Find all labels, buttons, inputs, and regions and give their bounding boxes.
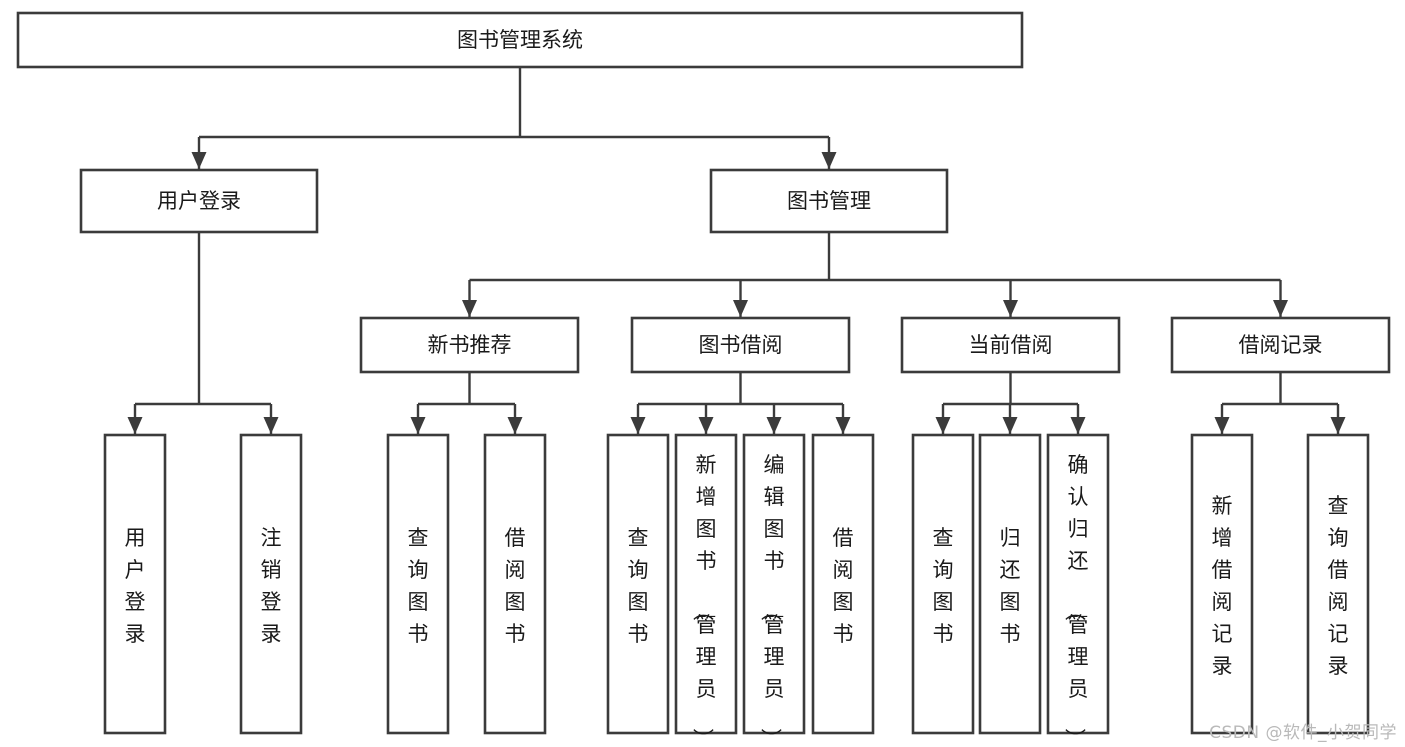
- arrow-head-icon: [733, 300, 748, 317]
- node-leaf-查询借阅记录-12[interactable]: 查询借阅记录: [1306, 433, 1370, 735]
- node-leaf-查询图书-8[interactable]: 查询图书: [911, 433, 975, 735]
- node-level3-图书借阅-1[interactable]: 图书借阅: [630, 316, 851, 374]
- node-box-outline[interactable]: [978, 433, 1042, 735]
- node-boxes-layer: 图书管理系统用户登录图书管理新书推荐图书借阅当前借阅借阅记录用户登录注销登录查询…: [16, 11, 1391, 747]
- node-box-outline[interactable]: [239, 433, 303, 735]
- node-label: 查询图书: [933, 526, 954, 646]
- node-leaf-新增借阅记录-11[interactable]: 新增借阅记录: [1190, 433, 1254, 735]
- arrow-head-icon: [935, 417, 951, 434]
- arrow-head-icon: [698, 417, 714, 434]
- node-leaf-编辑图书管理员-6[interactable]: 编辑图书（管理员）: [742, 433, 806, 747]
- node-leaf-归还图书-9[interactable]: 归还图书: [978, 433, 1042, 735]
- arrow-head-icon: [1070, 417, 1086, 434]
- connector-edges-layer: [127, 67, 1346, 434]
- node-leaf-查询图书-4[interactable]: 查询图书: [606, 433, 670, 735]
- node-box-outline[interactable]: [1190, 433, 1254, 735]
- node-label: 图书管理: [787, 189, 871, 213]
- node-label: 查询图书: [628, 526, 649, 646]
- node-box-outline[interactable]: [1170, 316, 1391, 374]
- edge-group-图书管理系统: [191, 67, 837, 169]
- arrow-head-icon: [1002, 417, 1018, 434]
- node-label: 借阅图书: [833, 526, 854, 646]
- node-level3-新书推荐-0[interactable]: 新书推荐: [359, 316, 580, 374]
- node-box-outline[interactable]: [911, 433, 975, 735]
- arrow-head-icon: [127, 417, 143, 434]
- arrow-head-icon: [1003, 300, 1018, 317]
- arrow-head-icon: [507, 417, 523, 434]
- csdn-watermark: CSDN @软件_小贺同学: [1209, 723, 1397, 743]
- edge-group-图书借阅: [630, 372, 851, 434]
- node-label: 图书管理系统: [457, 28, 583, 52]
- node-box-outline[interactable]: [606, 433, 670, 735]
- node-label: 确认归还（管理员）: [1063, 453, 1089, 747]
- node-level3-借阅记录-3[interactable]: 借阅记录: [1170, 316, 1391, 374]
- arrow-head-icon: [410, 417, 426, 434]
- node-box-outline[interactable]: [1306, 433, 1370, 735]
- node-box-outline[interactable]: [811, 433, 875, 735]
- edge-group-新书推荐: [410, 372, 523, 434]
- node-label: 图书借阅: [699, 333, 783, 357]
- node-root-图书管理系统[interactable]: 图书管理系统: [16, 11, 1024, 69]
- arrow-head-icon: [1214, 417, 1230, 434]
- arrow-head-icon: [263, 417, 279, 434]
- arrow-head-icon: [630, 417, 646, 434]
- node-leaf-注销登录-1[interactable]: 注销登录: [239, 433, 303, 735]
- node-box-outline[interactable]: [900, 316, 1121, 374]
- node-box-outline[interactable]: [709, 168, 949, 234]
- node-leaf-确认归还管理员-10[interactable]: 确认归还（管理员）: [1046, 433, 1110, 747]
- node-box-outline[interactable]: [386, 433, 450, 735]
- node-label: 新书推荐: [428, 333, 512, 357]
- node-label: 归还图书: [1000, 526, 1021, 646]
- edge-group-借阅记录: [1214, 372, 1346, 434]
- node-box-outline[interactable]: [630, 316, 851, 374]
- node-label: 新增借阅记录: [1212, 494, 1233, 678]
- node-leaf-查询图书-2[interactable]: 查询图书: [386, 433, 450, 735]
- node-box-outline[interactable]: [103, 433, 167, 735]
- node-label: 查询图书: [408, 526, 429, 646]
- node-level2-用户登录-0[interactable]: 用户登录: [79, 168, 319, 234]
- node-level2-图书管理-1[interactable]: 图书管理: [709, 168, 949, 234]
- node-box-outline[interactable]: [359, 316, 580, 374]
- arrow-head-icon: [1330, 417, 1346, 434]
- node-box-outline[interactable]: [483, 433, 547, 735]
- node-label: 编辑图书（管理员）: [759, 453, 785, 747]
- node-leaf-新增图书管理员-5[interactable]: 新增图书（管理员）: [674, 433, 738, 747]
- edge-group-用户登录: [127, 232, 279, 434]
- arrow-head-icon: [821, 152, 837, 169]
- node-label: 注销登录: [261, 526, 282, 646]
- node-label: 借阅图书: [505, 526, 526, 646]
- arrow-head-icon: [1273, 300, 1288, 317]
- arrow-head-icon: [191, 152, 207, 169]
- node-box-outline[interactable]: [1046, 433, 1110, 735]
- node-level3-当前借阅-2[interactable]: 当前借阅: [900, 316, 1121, 374]
- node-box-outline[interactable]: [79, 168, 319, 234]
- edge-group-图书管理: [462, 232, 1288, 317]
- node-label: 查询借阅记录: [1328, 494, 1349, 678]
- arrow-head-icon: [766, 417, 782, 434]
- node-label: 借阅记录: [1239, 333, 1323, 357]
- edge-group-当前借阅: [935, 372, 1086, 434]
- node-box-outline[interactable]: [742, 433, 806, 735]
- node-label: 新增图书（管理员）: [691, 453, 717, 747]
- node-box-outline[interactable]: [674, 433, 738, 735]
- node-leaf-借阅图书-7[interactable]: 借阅图书: [811, 433, 875, 735]
- node-leaf-借阅图书-3[interactable]: 借阅图书: [483, 433, 547, 735]
- node-label: 用户登录: [125, 526, 146, 646]
- node-leaf-用户登录-0[interactable]: 用户登录: [103, 433, 167, 735]
- arrow-head-icon: [462, 300, 477, 317]
- arrow-head-icon: [835, 417, 851, 434]
- node-label: 当前借阅: [969, 333, 1053, 357]
- node-label: 用户登录: [157, 189, 241, 213]
- node-box-outline[interactable]: [16, 11, 1024, 69]
